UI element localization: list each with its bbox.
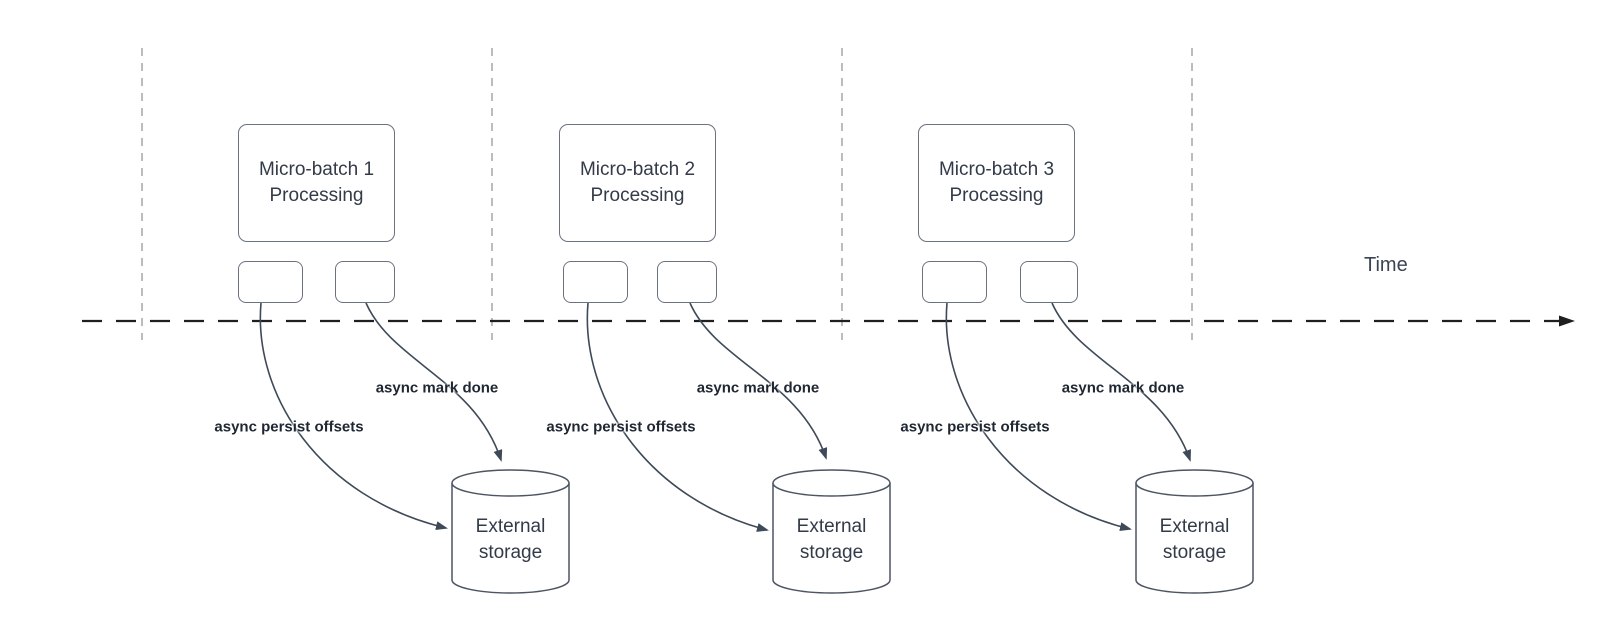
persist-offsets-label-1: async persist offsets	[214, 418, 364, 436]
persist-offsets-arrow-2	[586, 302, 769, 532]
mark-done-arrow-1	[365, 302, 503, 462]
done-task-box-3	[1020, 261, 1078, 303]
micro-batch-2-box: Micro-batch 2 Processing	[559, 124, 716, 242]
offset-task-box-3	[922, 261, 987, 303]
micro-batch-2-title-line2: Processing	[590, 185, 685, 206]
storage-label-line2: storage	[799, 542, 864, 563]
micro-batch-1-title-line1: Micro-batch 1	[258, 159, 375, 180]
done-task-box-2	[657, 261, 717, 303]
storage-label-line1: External	[1159, 516, 1230, 537]
micro-batch-1-box: Micro-batch 1 Processing	[238, 124, 395, 242]
mark-done-label-1: async mark done	[375, 379, 499, 397]
time-label: Time	[1364, 254, 1408, 276]
micro-batch-1-title-line2: Processing	[269, 185, 364, 206]
external-storage-cylinder-1	[451, 469, 570, 594]
cylinder-body	[772, 483, 891, 594]
cylinder-top	[772, 469, 891, 497]
cylinder-body	[1135, 483, 1254, 594]
mark-done-arrow-2	[689, 302, 828, 460]
micro-batch-2-title-line1: Micro-batch 2	[579, 159, 696, 180]
mark-done-arrow-3	[1051, 302, 1191, 462]
micro-batch-3-title-line2: Processing	[949, 185, 1044, 206]
external-storage-cylinder-2	[772, 469, 891, 594]
external-storage-label-2: External storage	[773, 514, 890, 566]
cylinder-body	[451, 483, 570, 594]
storage-label-line1: External	[475, 516, 546, 537]
storage-label-line1: External	[796, 516, 867, 537]
external-storage-label-1: External storage	[452, 514, 569, 566]
cylinder-top	[1135, 469, 1254, 497]
persist-offsets-label-2: async persist offsets	[546, 418, 696, 436]
storage-label-line2: storage	[478, 542, 543, 563]
persist-offsets-label-3: async persist offsets	[900, 418, 1050, 436]
storage-label-line2: storage	[1162, 542, 1227, 563]
persist-offsets-arrow-1	[259, 302, 448, 531]
done-task-box-1	[335, 261, 395, 303]
cylinder-top	[451, 469, 570, 497]
persist-offsets-arrow-3	[945, 302, 1132, 532]
micro-batch-3-box: Micro-batch 3 Processing	[918, 124, 1075, 242]
external-storage-label-3: External storage	[1136, 514, 1253, 566]
mark-done-label-3: async mark done	[1061, 379, 1185, 397]
offset-task-box-1	[238, 261, 303, 303]
external-storage-cylinder-3	[1135, 469, 1254, 594]
micro-batch-3-title-line1: Micro-batch 3	[938, 159, 1055, 180]
offset-task-box-2	[563, 261, 628, 303]
mark-done-label-2: async mark done	[696, 379, 820, 397]
